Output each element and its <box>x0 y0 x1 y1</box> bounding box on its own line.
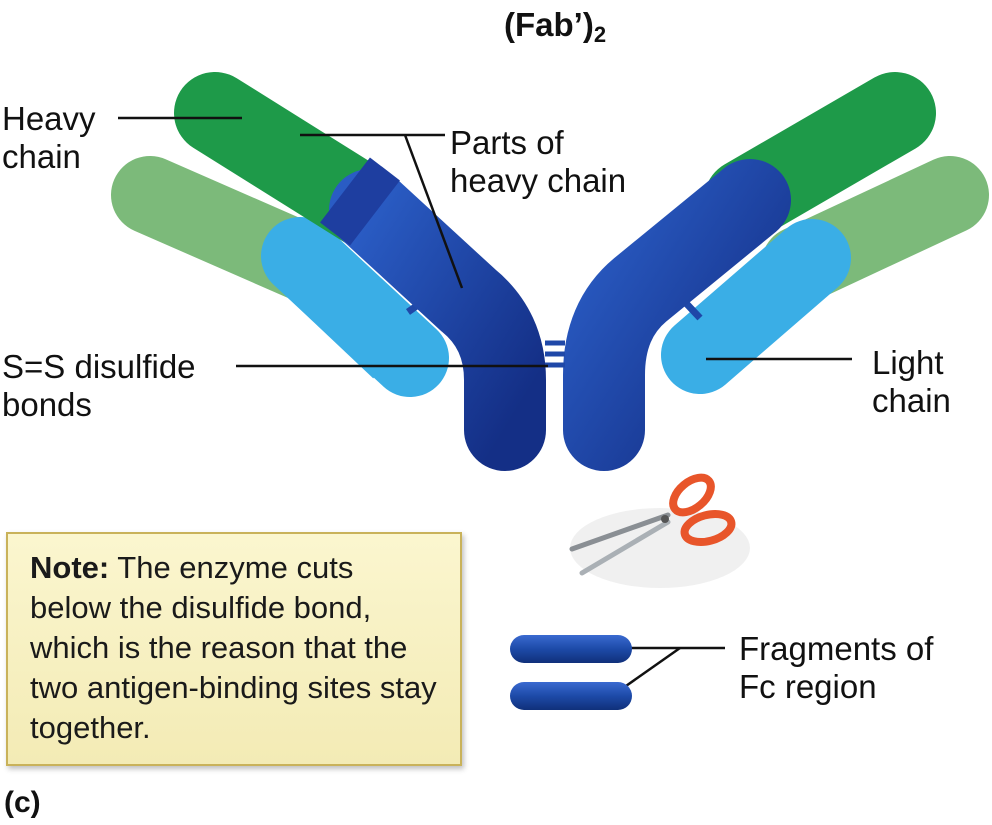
scissors-icon <box>569 473 750 588</box>
disulfide-bonds-label: S=S disulfide bonds <box>2 348 196 423</box>
panel-label: (c) <box>4 786 41 819</box>
right-light-chain <box>661 156 989 394</box>
heavy-chain-label: Heavy chain <box>2 100 96 175</box>
light-chain-label: Light chain <box>872 344 951 419</box>
note-heading: Note: <box>30 550 110 585</box>
parts-heavy-chain-label: Parts of heavy chain <box>450 124 627 199</box>
right-heavy-chain <box>563 72 936 471</box>
leader-lines <box>118 116 852 695</box>
note-text: The enzyme cuts below the disulfide bond… <box>30 550 437 745</box>
hinge-disulfide-bonds <box>545 340 565 368</box>
fc-fragment-2 <box>510 682 632 710</box>
fc-fragments-label: Fragments of Fc region <box>739 630 934 705</box>
left-heavy-chain <box>174 72 546 471</box>
fc-fragment-1 <box>510 635 632 663</box>
left-light-chain <box>111 156 449 397</box>
fab2-title: (Fab’)2 <box>504 6 607 47</box>
note-box: Note: The enzyme cuts below the disulfid… <box>6 532 462 766</box>
fc-fragments <box>510 635 632 710</box>
